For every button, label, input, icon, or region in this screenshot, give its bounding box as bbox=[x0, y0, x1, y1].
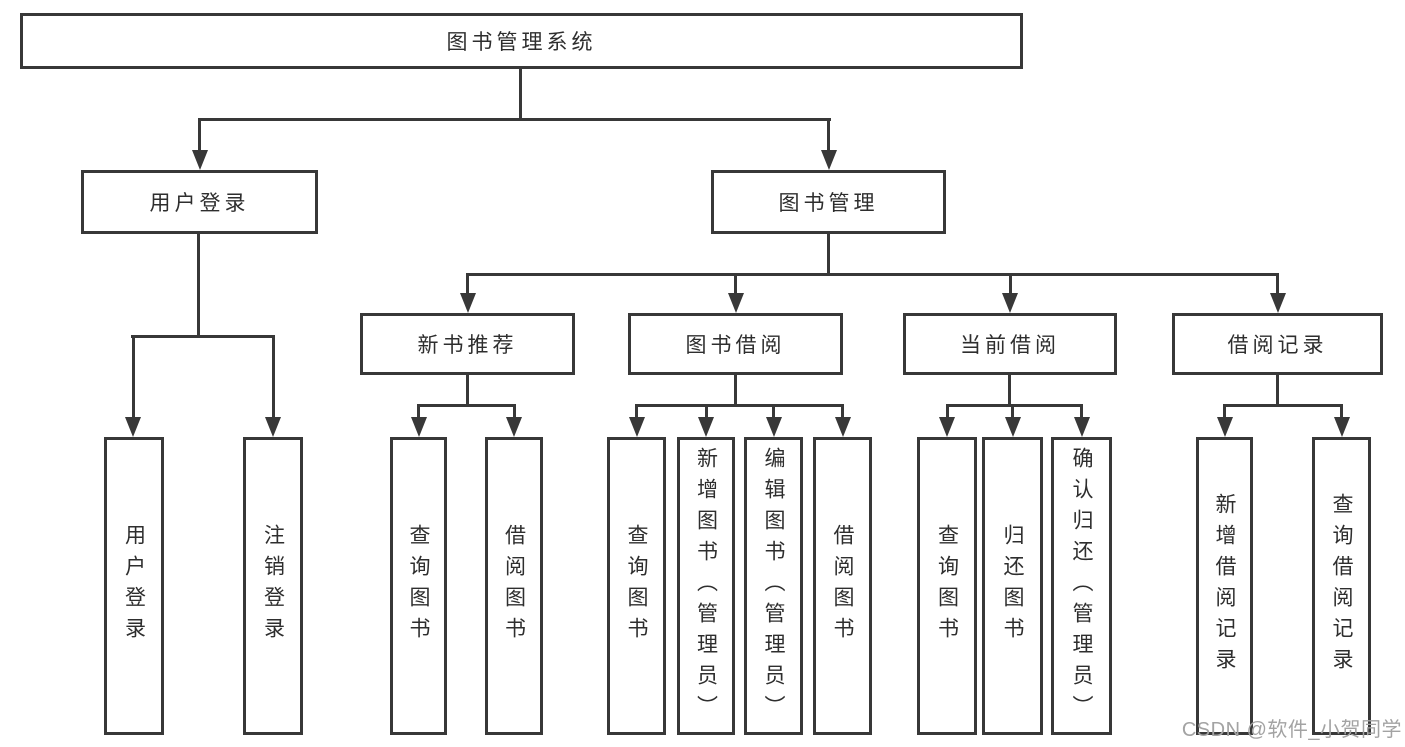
arrowhead-down-icon bbox=[506, 417, 522, 437]
leaf-query-borrow-record: 查询借阅记录 bbox=[1312, 437, 1371, 735]
connector-line bbox=[705, 404, 708, 419]
connector-line bbox=[519, 69, 522, 120]
connector-line bbox=[417, 404, 516, 407]
node-user-login: 用户登录 bbox=[81, 170, 318, 234]
leaf-edit-book-admin: 编辑图书（管理员） bbox=[744, 437, 803, 735]
connector-line bbox=[513, 404, 516, 419]
connector-line bbox=[946, 404, 949, 419]
arrowhead-down-icon bbox=[728, 293, 744, 313]
connector-line bbox=[946, 404, 1082, 407]
leaf-borrow-books: 借阅图书 bbox=[813, 437, 872, 735]
connector-line bbox=[734, 375, 737, 406]
connector-line bbox=[1340, 404, 1343, 419]
leaf-query-books-current: 查询图书 bbox=[917, 437, 977, 735]
connector-line bbox=[1080, 404, 1083, 419]
connector-line bbox=[1223, 404, 1226, 419]
connector-line bbox=[272, 335, 275, 419]
arrowhead-down-icon bbox=[265, 417, 281, 437]
arrowhead-down-icon bbox=[698, 417, 714, 437]
connector-line bbox=[198, 118, 201, 154]
leaf-query-books-recommend: 查询图书 bbox=[390, 437, 447, 735]
arrowhead-down-icon bbox=[1002, 293, 1018, 313]
leaf-return-books: 归还图书 bbox=[982, 437, 1043, 735]
connector-line bbox=[197, 234, 200, 336]
arrowhead-down-icon bbox=[460, 293, 476, 313]
arrowhead-down-icon bbox=[1217, 417, 1233, 437]
leaf-add-borrow-record: 新增借阅记录 bbox=[1196, 437, 1253, 735]
connector-line bbox=[1276, 375, 1279, 406]
connector-line bbox=[466, 273, 1279, 276]
node-current-borrow: 当前借阅 bbox=[903, 313, 1117, 375]
leaf-confirm-return-admin: 确认归还（管理员） bbox=[1051, 437, 1112, 735]
leaf-borrow-books-recommend: 借阅图书 bbox=[485, 437, 543, 735]
connector-line bbox=[132, 335, 135, 419]
arrowhead-down-icon bbox=[766, 417, 782, 437]
connector-line bbox=[417, 404, 420, 419]
node-library-management-system: 图书管理系统 bbox=[20, 13, 1023, 69]
node-new-book-recommend: 新书推荐 bbox=[360, 313, 575, 375]
arrowhead-down-icon bbox=[1074, 417, 1090, 437]
leaf-add-book-admin: 新增图书（管理员） bbox=[677, 437, 735, 735]
csdn-watermark: CSDN @软件_小贺同学 bbox=[1181, 719, 1402, 741]
connector-line bbox=[131, 335, 275, 338]
connector-line bbox=[772, 404, 775, 419]
connector-line bbox=[841, 404, 844, 419]
connector-line bbox=[466, 375, 469, 406]
leaf-logout: 注销登录 bbox=[243, 437, 303, 735]
node-book-borrow: 图书借阅 bbox=[628, 313, 843, 375]
connector-line bbox=[1009, 273, 1012, 295]
connector-line bbox=[827, 234, 830, 275]
arrowhead-down-icon bbox=[125, 417, 141, 437]
connector-line bbox=[466, 273, 469, 295]
arrowhead-down-icon bbox=[629, 417, 645, 437]
arrowhead-down-icon bbox=[192, 150, 208, 170]
arrowhead-down-icon bbox=[1005, 417, 1021, 437]
node-borrow-records: 借阅记录 bbox=[1172, 313, 1383, 375]
arrowhead-down-icon bbox=[835, 417, 851, 437]
connector-line bbox=[635, 404, 638, 419]
connector-line bbox=[198, 118, 831, 121]
connector-line bbox=[734, 273, 737, 295]
arrowhead-down-icon bbox=[939, 417, 955, 437]
arrowhead-down-icon bbox=[821, 150, 837, 170]
connector-line bbox=[1223, 404, 1342, 407]
arrowhead-down-icon bbox=[1334, 417, 1350, 437]
connector-line bbox=[827, 118, 830, 154]
arrowhead-down-icon bbox=[1270, 293, 1286, 313]
connector-line bbox=[635, 404, 843, 407]
connector-line bbox=[1276, 273, 1279, 295]
leaf-user-login: 用户登录 bbox=[104, 437, 164, 735]
node-book-management: 图书管理 bbox=[711, 170, 946, 234]
arrowhead-down-icon bbox=[411, 417, 427, 437]
connector-line bbox=[1011, 404, 1014, 419]
connector-line bbox=[1008, 375, 1011, 406]
leaf-query-books-borrow: 查询图书 bbox=[607, 437, 666, 735]
